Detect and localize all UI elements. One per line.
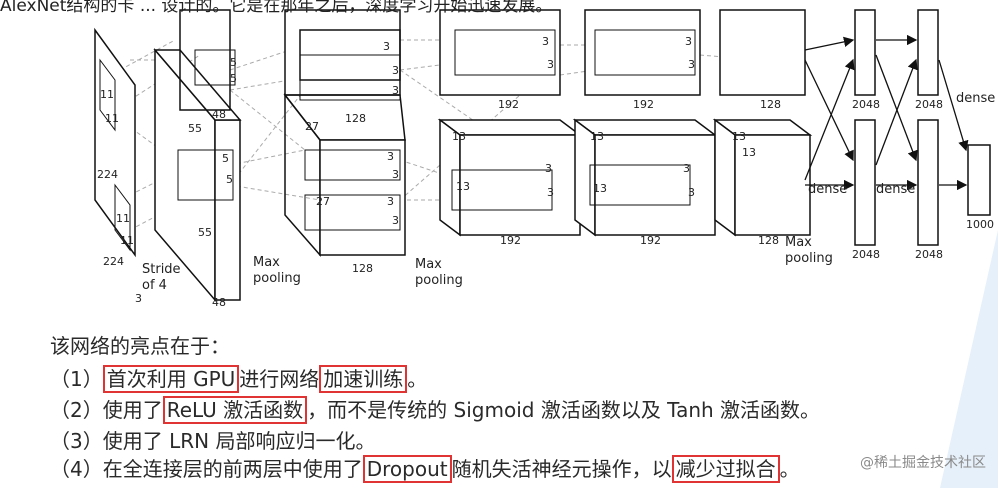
item1-middle: 进行网络	[239, 367, 320, 391]
pool2-label-2: pooling	[415, 273, 463, 288]
dense-label-1: dense	[808, 182, 847, 197]
fc7-bottom: 2048	[915, 248, 943, 261]
item2-highlight-relu: ReLU 激活函数	[162, 396, 308, 424]
pool1-label-2: pooling	[253, 271, 301, 286]
conv1-k1: 5	[230, 56, 237, 69]
conv3-size: 13	[452, 130, 466, 143]
conv2-depth-top: 128	[345, 112, 366, 125]
conv1-depth-bottom: 48	[212, 296, 226, 309]
input-size-w: 224	[103, 255, 124, 268]
pool1-label-1: Max	[253, 255, 280, 270]
item4-middle: 随机失活神经元操作，以	[451, 457, 672, 481]
stride-label-2: of 4	[142, 278, 167, 293]
conv1-k3: 5	[222, 152, 229, 165]
input-kernel-w2: 11	[120, 234, 134, 247]
conv3-depth-bottom: 192	[500, 234, 521, 247]
fc6-bottom: 2048	[852, 248, 880, 261]
conv5-depth-top: 128	[760, 98, 781, 111]
dense-label-2: dense	[876, 182, 915, 197]
conv1-size: 55	[188, 122, 202, 135]
conv2-depth-bottom: 128	[352, 262, 373, 275]
conv1-k4: 5	[226, 173, 233, 186]
input-depth: 3	[135, 292, 142, 305]
input-layer	[94, 27, 136, 258]
conv2-k3: 3	[392, 84, 399, 97]
output-size: 1000	[966, 218, 994, 231]
fc-columns	[854, 9, 991, 246]
conv2-size: 27	[305, 120, 319, 133]
input-kernel-w: 11	[105, 112, 119, 125]
conv3-k1: 3	[542, 35, 549, 48]
conv3-k4: 3	[547, 186, 554, 199]
conv1-depth-top: 48	[212, 108, 226, 121]
conv4-k1: 3	[685, 35, 692, 48]
fc-arrows	[804, 34, 969, 191]
input-kernel-h: 11	[100, 88, 114, 101]
pool3-label-1: Max	[785, 235, 812, 250]
conv2-k5: 3	[392, 168, 399, 181]
conv2-block	[283, 9, 406, 257]
item1-end: 。	[407, 367, 428, 391]
conv1-block	[153, 9, 242, 303]
conv3-depth-top: 192	[498, 98, 519, 111]
input-size-h: 224	[97, 168, 118, 181]
conv4-k4: 3	[688, 186, 695, 199]
conv1-size2: 55	[198, 226, 212, 239]
conv4-block	[572, 9, 718, 237]
conv5-size: 13	[732, 130, 746, 143]
conv3-size2: 13	[456, 180, 470, 193]
conv4-depth-top: 192	[633, 98, 654, 111]
pool3-label-2: pooling	[785, 251, 833, 266]
conv2-k7: 3	[392, 214, 399, 227]
item4-pre: 在全连接层的前两层中使用了	[102, 457, 363, 481]
conv4-k2: 3	[688, 58, 695, 71]
item4-end: 。	[779, 457, 800, 481]
pool2-label-1: Max	[415, 257, 442, 272]
conv4-size: 13	[590, 130, 604, 143]
stride-label-1: Stride	[142, 262, 181, 277]
conv2-k4: 3	[387, 150, 394, 163]
item1-highlight-gpu: 首次利用 GPU	[102, 365, 240, 393]
item1-highlight-speed: 加速训练	[319, 365, 408, 393]
fc7-top: 2048	[915, 98, 943, 111]
conv4-depth-bottom: 192	[640, 234, 661, 247]
item4-highlight-dropout: Dropout	[362, 455, 452, 483]
conv1-k2: 5	[230, 72, 237, 85]
conv3-k2: 3	[547, 58, 554, 71]
conv5-size2: 13	[742, 146, 756, 159]
item2-pre: 使用了	[102, 398, 163, 422]
caption-item-3: （3）使用了 LRN 局部响应归一化。	[50, 429, 376, 453]
dense-label-3: dense	[956, 91, 995, 106]
caption-heading: 该网络的亮点在于：	[50, 334, 230, 358]
conv3-block	[437, 9, 583, 237]
item1-number: （1）	[50, 367, 103, 391]
item2-number: （2）	[50, 398, 103, 422]
input-kernel-h2: 11	[116, 212, 130, 225]
item4-number: （4）	[50, 457, 103, 481]
conv4-k3: 3	[683, 162, 690, 175]
conv2-k2: 3	[392, 64, 399, 77]
conv4-size2: 13	[593, 182, 607, 195]
conv5-block	[712, 9, 813, 237]
conv2-k6: 3	[387, 195, 394, 208]
conv5-depth-bottom: 128	[758, 234, 779, 247]
conv3-k3: 3	[545, 162, 552, 175]
conv2-k1: 3	[383, 40, 390, 53]
conv2-size2: 27	[316, 195, 330, 208]
fc6-top: 2048	[852, 98, 880, 111]
item2-rest: ，而不是传统的 Sigmoid 激活函数以及 Tanh 激活函数。	[307, 398, 821, 422]
corner-decoration	[940, 230, 998, 488]
item4-highlight-overfit: 减少过拟合	[671, 455, 780, 483]
